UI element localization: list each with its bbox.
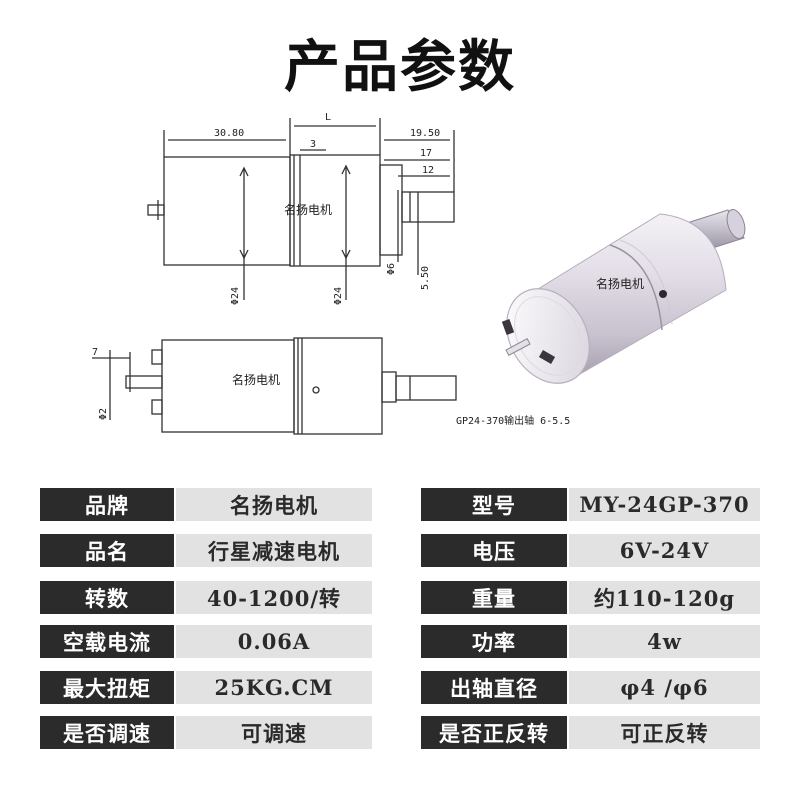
dim-phi2: Φ2 bbox=[98, 408, 109, 420]
motor-label-photo: 名扬电机 bbox=[596, 276, 644, 291]
page-title: 产品参数 bbox=[284, 34, 516, 100]
spec-value-shaft-diameter: φ4 /φ6 bbox=[569, 671, 760, 704]
motor-label-top: 名扬电机 bbox=[284, 202, 332, 217]
dim-7: 7 bbox=[92, 347, 98, 358]
spec-label-product-name: 品名 bbox=[40, 534, 174, 567]
spec-value-product-name: 行星减速电机 bbox=[176, 534, 372, 567]
spec-label-shaft-diameter: 出轴直径 bbox=[421, 671, 567, 704]
spec-value-max-torque: 25KG.CM bbox=[176, 671, 372, 704]
dim-17: 17 bbox=[420, 148, 432, 159]
spec-value-model: MY-24GP-370 bbox=[569, 488, 760, 521]
spec-label-weight: 重量 bbox=[421, 581, 567, 614]
bottom-view bbox=[92, 337, 457, 435]
dim-phi24-b: Φ24 bbox=[333, 287, 344, 305]
dim-L: L bbox=[325, 112, 331, 123]
spec-label-power: 功率 bbox=[421, 625, 567, 658]
spec-label-speed: 转数 bbox=[40, 581, 174, 614]
dim-12: 12 bbox=[422, 165, 434, 176]
spec-label-speed-adjustable: 是否调速 bbox=[40, 716, 174, 749]
dim-5-50: 5.50 bbox=[420, 266, 431, 290]
motor-photo bbox=[501, 209, 746, 384]
dim-phi6: Φ6 bbox=[386, 263, 397, 275]
spec-label-no-load-current: 空载电流 bbox=[40, 625, 174, 658]
motor-technical-drawing: 30.80 L 3 19.50 17 12 Φ24 Φ24 Φ6 5.50 名扬… bbox=[92, 112, 746, 435]
top-view bbox=[147, 118, 455, 300]
spec-label-max-torque: 最大扭矩 bbox=[40, 671, 174, 704]
motor-label-bottom: 名扬电机 bbox=[232, 372, 280, 387]
spec-label-model: 型号 bbox=[421, 488, 567, 521]
dim-phi24-a: Φ24 bbox=[230, 287, 241, 305]
spec-value-speed-adjustable: 可调速 bbox=[176, 716, 372, 749]
drawing-caption: GP24-370输出轴 6-5.5 bbox=[456, 414, 570, 427]
spec-value-weight: 约110-120g bbox=[569, 581, 760, 614]
spec-value-voltage: 6V-24V bbox=[569, 534, 760, 567]
spec-label-reversible: 是否正反转 bbox=[421, 716, 567, 749]
spec-value-brand: 名扬电机 bbox=[176, 488, 372, 521]
dim-19-50: 19.50 bbox=[410, 128, 440, 139]
spec-value-speed: 40-1200/转 bbox=[176, 581, 372, 614]
spec-value-no-load-current: 0.06A bbox=[176, 625, 372, 658]
spec-value-power: 4w bbox=[569, 625, 760, 658]
dim-3: 3 bbox=[310, 139, 316, 150]
dim-30-80: 30.80 bbox=[214, 128, 244, 139]
spec-label-voltage: 电压 bbox=[421, 534, 567, 567]
spec-label-brand: 品牌 bbox=[40, 488, 174, 521]
spec-value-reversible: 可正反转 bbox=[569, 716, 760, 749]
